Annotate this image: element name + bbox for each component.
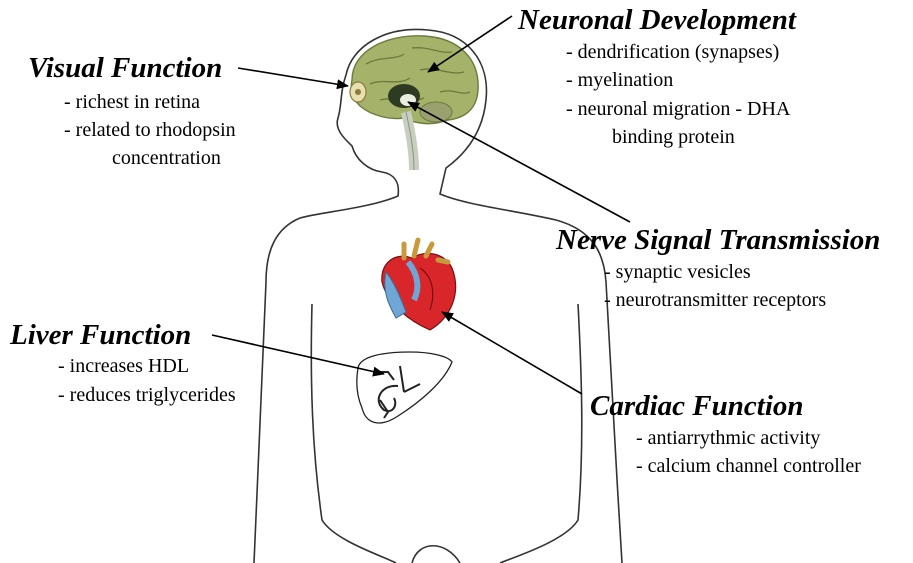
cardiac-function-title: Cardiac Function <box>590 390 804 422</box>
liver-function-item: - increases HDL <box>58 352 189 380</box>
cardiac-function-item: - antiarrythmic activity <box>636 424 820 452</box>
eye-illustration <box>350 82 366 102</box>
neuronal-development-title: Neuronal Development <box>518 4 796 36</box>
visual-function-item: - richest in retina <box>64 88 200 116</box>
visual-function-item: - related to rhodopsin <box>64 116 236 144</box>
liver-function-title: Liver Function <box>10 319 191 351</box>
arrow-visual <box>238 68 348 86</box>
brain-illustration <box>351 36 478 170</box>
arrow-liver <box>212 335 384 374</box>
liver-function-item: - reduces triglycerides <box>58 381 236 409</box>
neuronal-development-item: binding protein <box>612 123 735 151</box>
nerve-signal-item: - synaptic vesicles <box>604 258 751 286</box>
visual-function-title: Visual Function <box>28 52 222 84</box>
neuronal-development-item: - myelination <box>566 66 673 94</box>
cardiac-function-item: - calcium channel controller <box>636 452 861 480</box>
arrow-cardiac <box>442 312 582 394</box>
heart-illustration <box>382 240 456 330</box>
nerve-signal-item: - neurotransmitter receptors <box>604 286 826 314</box>
neuronal-development-item: - dendrification (synapses) <box>566 38 779 66</box>
neuronal-development-item: - neuronal migration - DHA <box>566 95 790 123</box>
visual-function-item: concentration <box>112 144 221 172</box>
liver-illustration <box>357 352 452 423</box>
nerve-signal-title: Nerve Signal Transmission <box>556 224 880 256</box>
